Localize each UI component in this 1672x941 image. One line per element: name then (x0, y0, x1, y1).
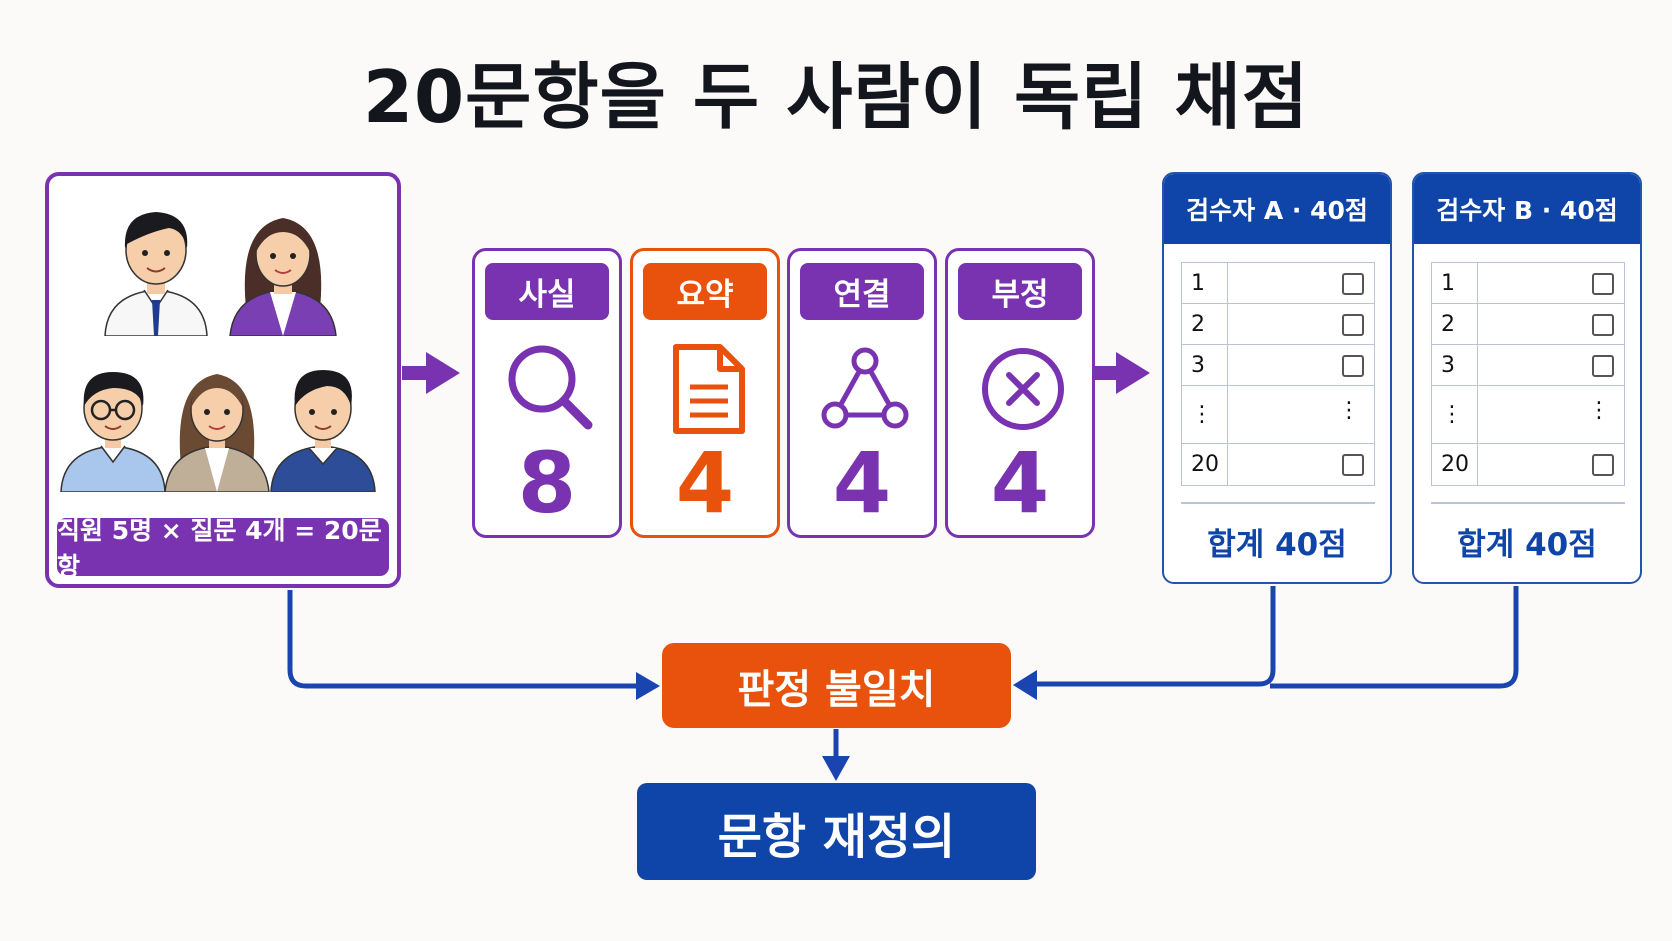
staff-person-icon (104, 212, 208, 336)
category-label: 부정 (958, 263, 1082, 320)
category-count: 8 (517, 434, 577, 532)
reviewer-b-sheet: 검수자 B · 40점 1 2 3 ⋮⋮ 20 합계 40점 (1412, 172, 1642, 584)
score-checkbox[interactable] (1592, 454, 1614, 476)
category-count: 4 (832, 434, 892, 532)
score-table: 1 2 3 ⋮⋮ 20 (1431, 262, 1625, 486)
staff-summary-label: 직원 5명 × 질문 4개 = 20문항 (57, 516, 389, 581)
score-checkbox[interactable] (1592, 355, 1614, 377)
score-checkbox[interactable] (1342, 273, 1364, 295)
table-row: 20 (1432, 444, 1624, 485)
ellipsis-icon: ⋮ (1588, 398, 1610, 423)
score-table: 1 2 3 ⋮⋮ 20 (1181, 262, 1375, 486)
divider (1431, 502, 1625, 504)
staff-person-icon (164, 374, 270, 492)
arrow-sheet-b-to-mismatch (1270, 586, 1519, 689)
score-checkbox[interactable] (1342, 314, 1364, 336)
page-title: 20문항을 두 사람이 독립 채점 (362, 55, 1310, 139)
divider (1181, 502, 1375, 504)
category-label: 연결 (800, 263, 924, 320)
score-checkbox[interactable] (1342, 454, 1364, 476)
category-card-fact: 사실 8 (472, 248, 622, 538)
table-row: 2 (1432, 304, 1624, 345)
category-card-connect: 연결 4 (787, 248, 937, 538)
judgment-mismatch-box: 판정 불일치 (662, 643, 1011, 728)
category-count: 4 (675, 434, 735, 532)
arrow-cards-to-sheets (1092, 352, 1150, 394)
category-card-negation: 부정 4 (945, 248, 1095, 538)
staff-person-icon (270, 370, 376, 492)
staff-person-icon (60, 372, 166, 492)
x-circle-icon (982, 348, 1064, 430)
score-checkbox[interactable] (1342, 355, 1364, 377)
reviewer-total: 합계 40점 (1207, 527, 1347, 563)
category-count: 4 (990, 434, 1050, 532)
category-card-summary: 요약 4 (630, 248, 780, 538)
table-row: 2 (1182, 304, 1374, 345)
table-row: 1 (1182, 263, 1374, 304)
arrow-staff-to-cards (402, 352, 460, 394)
reviewer-total: 합계 40점 (1457, 527, 1597, 563)
category-label: 사실 (485, 263, 609, 320)
category-label: 요약 (643, 263, 767, 320)
ellipsis-icon: ⋮ (1338, 398, 1360, 423)
table-row: 20 (1182, 444, 1374, 485)
table-row: 1 (1432, 263, 1624, 304)
reviewer-header: 검수자 A · 40점 (1164, 174, 1390, 244)
magnifier-icon (508, 345, 593, 430)
staff-person-icon (229, 218, 337, 336)
arrow-staff-to-mismatch (287, 590, 640, 689)
reviewer-a-sheet: 검수자 A · 40점 1 2 3 ⋮⋮ 20 합계 40점 (1162, 172, 1392, 584)
table-row-ellipsis: ⋮⋮ (1432, 386, 1624, 444)
item-redefinition-box: 문항 재정의 (637, 783, 1036, 880)
document-icon (673, 344, 745, 434)
table-row: 3 (1432, 345, 1624, 386)
arrow-sheet-a-to-mismatch (1035, 586, 1276, 687)
reviewer-header: 검수자 B · 40점 (1414, 174, 1640, 244)
table-row: 3 (1182, 345, 1374, 386)
network-triangle-icon (821, 347, 909, 429)
score-checkbox[interactable] (1592, 314, 1614, 336)
staff-panel: 직원 5명 × 질문 4개 = 20문항 (45, 172, 401, 588)
table-row-ellipsis: ⋮⋮ (1182, 386, 1374, 444)
score-checkbox[interactable] (1592, 273, 1614, 295)
